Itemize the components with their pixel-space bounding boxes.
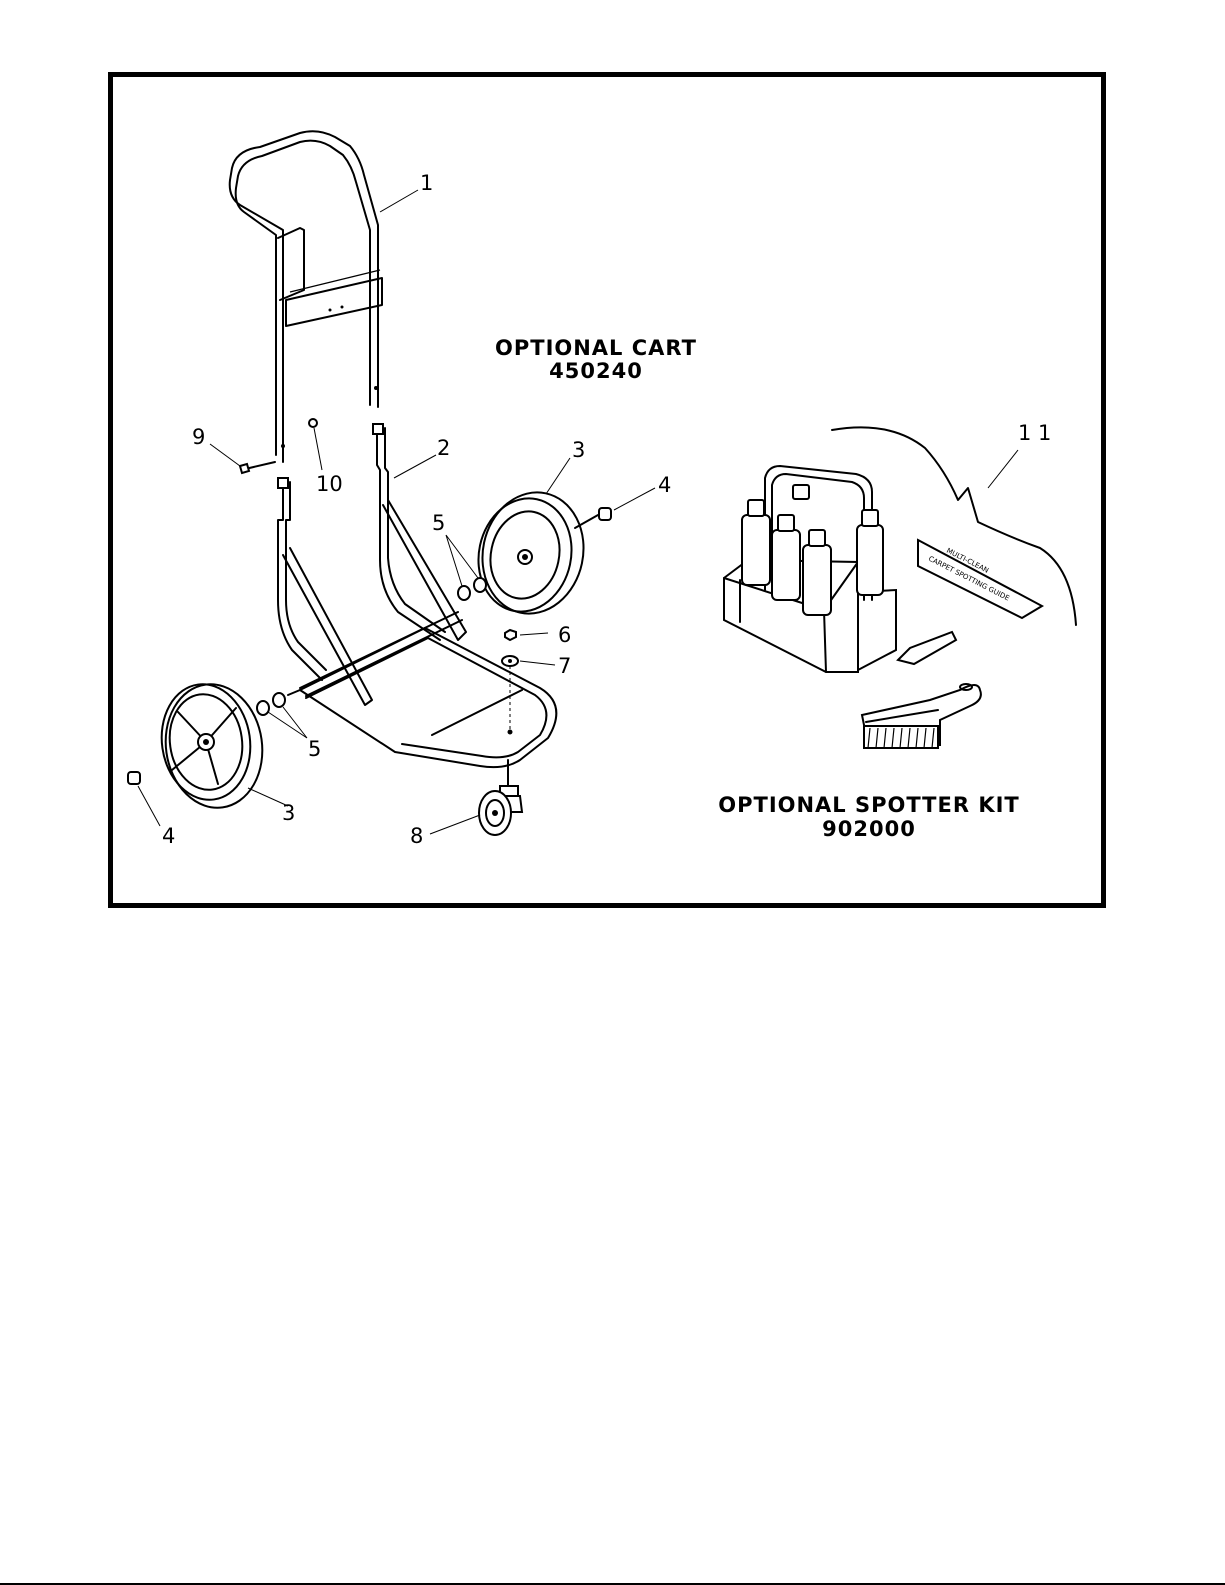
spotter-scraper <box>898 632 956 664</box>
spotter-brush <box>862 684 981 748</box>
callout-3-left: 3 <box>282 801 295 825</box>
hubcap-right <box>575 508 611 528</box>
wheel-left <box>154 678 270 814</box>
hubcap-left <box>128 772 140 784</box>
callout-8: 8 <box>410 824 423 848</box>
callout-2: 2 <box>437 436 450 460</box>
callout-5-left: 5 <box>308 737 321 761</box>
washer-left-a <box>257 701 269 715</box>
callout-9: 9 <box>192 425 205 449</box>
callout-1: 1 <box>420 171 433 195</box>
callout-11: 1 1 <box>1018 421 1051 445</box>
cart-title: OPTIONAL CART <box>495 336 697 360</box>
callout-5-right: 5 <box>432 511 445 535</box>
wheel-right <box>468 483 594 623</box>
cart-part-number: 450240 <box>549 359 643 383</box>
washer-left-b <box>273 693 285 707</box>
washer-right-a <box>458 586 470 600</box>
spotter-caddy <box>724 466 896 672</box>
clevis-pin <box>240 462 275 473</box>
washer-right-b <box>474 578 486 592</box>
spotting-guide-card: MULTI-CLEAN CARPET SPOTTING GUIDE <box>918 540 1042 618</box>
spotter-kit-part-number: 902000 <box>822 817 916 841</box>
callout-6: 6 <box>558 623 571 647</box>
cotter-ball <box>309 419 317 427</box>
cart-upper-handle <box>230 131 382 462</box>
callout-4-left: 4 <box>162 824 175 848</box>
callout-3-right: 3 <box>572 438 585 462</box>
caster-wheel <box>479 760 522 835</box>
callout-10: 10 <box>316 472 343 496</box>
callout-7: 7 <box>558 654 571 678</box>
spotter-kit-title: OPTIONAL SPOTTER KIT <box>718 793 1020 817</box>
nut <box>505 630 516 640</box>
callout-4-right: 4 <box>658 473 671 497</box>
